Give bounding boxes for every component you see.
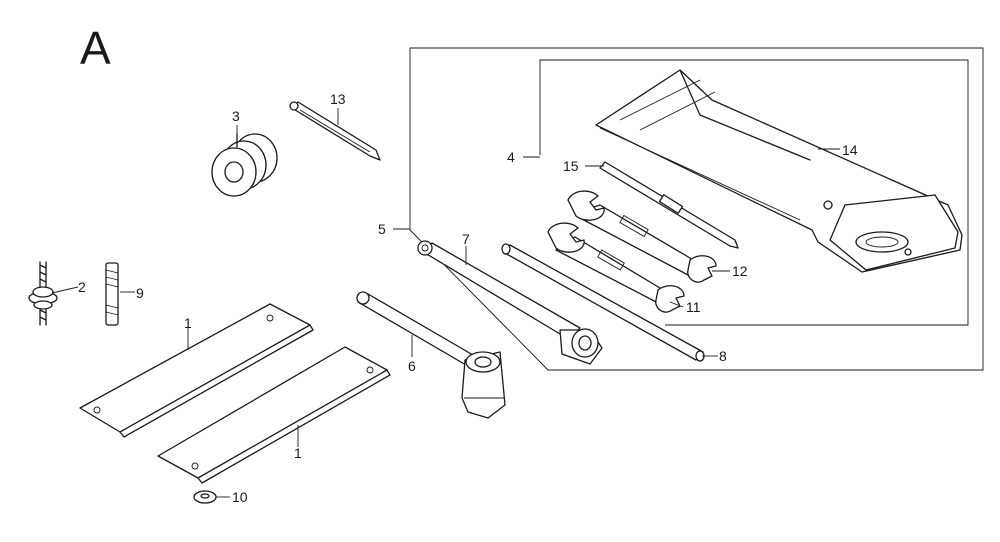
callout-15: 15 [563,158,579,174]
part-3-grommet [211,133,278,197]
callout-11: 11 [686,299,701,315]
part-6-box-wrench [356,291,506,419]
leader-lines [51,108,840,498]
part-13-pin [289,101,381,161]
part-15-screwdriver [599,161,739,249]
part-12-open-wrench [567,190,717,283]
callout-14: 14 [842,142,858,158]
part-11-open-wrench [547,222,685,313]
callout-8: 8 [719,348,727,364]
part-8-handle-bar [501,243,705,362]
callout-5: 5 [378,221,386,237]
tool-kit-outer-frame [409,47,984,371]
part-1-plate-upper [79,303,314,438]
callout-2: 2 [78,279,86,295]
callout-9: 9 [136,285,144,301]
part-14-tool-bag [595,69,963,273]
part-2-bolt [28,261,58,326]
part-1-plate-lower [157,346,391,484]
tool-bag-inner-frame [539,59,969,326]
callout-7: 7 [462,231,470,247]
callout-13: 13 [330,91,346,107]
callout-4: 4 [507,149,515,165]
section-letter: A [80,22,111,74]
callout-10: 10 [232,489,248,505]
callout-1-upper: 1 [184,315,192,331]
callout-6: 6 [408,358,416,374]
callout-3: 3 [232,108,240,124]
part-10-washer [193,490,217,504]
part-7-socket-wrench [417,240,603,365]
callout-12: 12 [732,263,748,279]
callout-1-lower: 1 [294,445,302,461]
part-9-stud [105,262,119,326]
